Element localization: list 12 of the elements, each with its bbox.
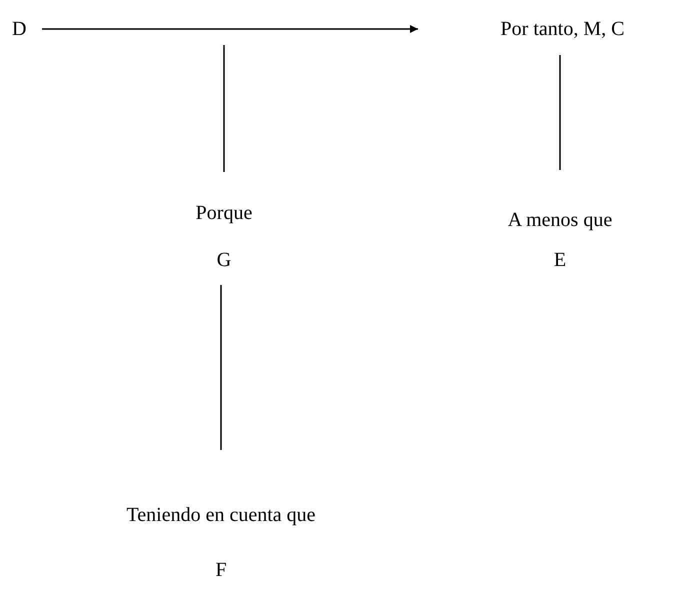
connector-line [220, 285, 222, 450]
node-text: Por tanto, M, C [500, 18, 624, 40]
node-text: E [554, 249, 566, 271]
node-text: A menos que [508, 209, 612, 231]
node-text: G [216, 249, 232, 271]
node-text: D [12, 18, 26, 40]
node-text: F [215, 559, 227, 581]
connector-line [559, 55, 561, 170]
arrow [42, 25, 418, 33]
node-text: Teniendo en cuenta que [126, 504, 316, 526]
connector-line [223, 45, 225, 172]
node-text: Porque [196, 202, 252, 224]
